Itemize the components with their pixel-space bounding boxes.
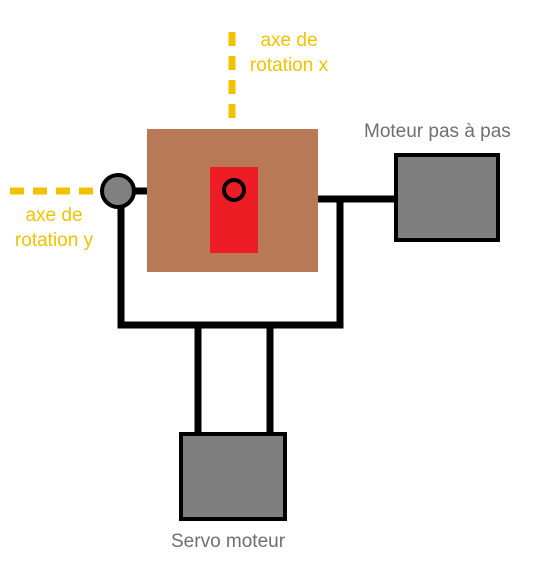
stepper-motor [394,153,500,242]
rotation-x-point-icon [222,178,246,202]
stepper-motor-label: Moteur pas à pas [364,121,511,142]
axis-x-label-line1: axe de [260,30,318,51]
frame-bars [117,187,398,438]
axis-y-label-line2: rotation y [14,230,94,251]
pivot-circle [100,173,136,209]
axis-x-label-line2: rotation x [249,55,329,76]
axis-y-label-line1: axe de [25,205,83,226]
axis-y-label: axe de rotation y [4,203,104,253]
axis-x-label: axe de rotation x [244,28,334,78]
servo-motor-label: Servo moteur [171,531,286,552]
servo-motor [179,432,287,521]
